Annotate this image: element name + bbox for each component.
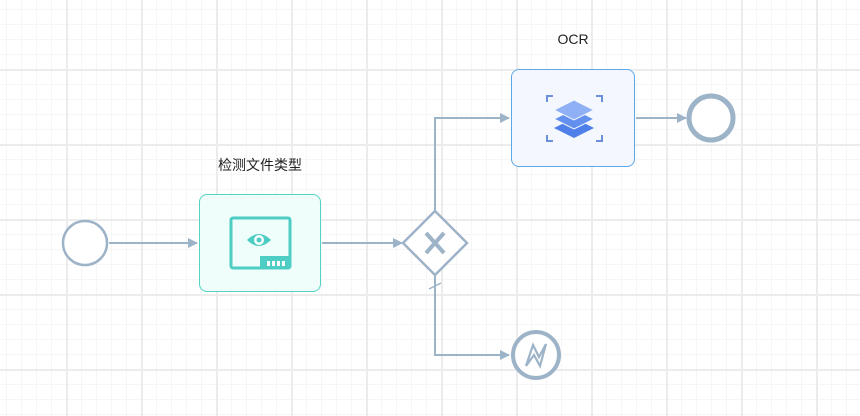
- default-flow-marker: [428, 282, 442, 290]
- stacked-layers-scan-icon: [546, 95, 603, 142]
- exclusive-gateway[interactable]: [401, 209, 469, 277]
- task-ocr[interactable]: [511, 69, 635, 167]
- flow-gateway-to-ocr[interactable]: [434, 113, 510, 210]
- gateway-x-icon: [424, 231, 446, 255]
- task-label-detect-file-type: 检测文件类型: [218, 157, 302, 173]
- error-lightning-icon: [524, 342, 548, 369]
- task-detect-file-type[interactable]: [199, 194, 321, 292]
- end-event[interactable]: [686, 93, 736, 143]
- eye-screen-icon: [229, 216, 292, 270]
- error-end-event[interactable]: [511, 330, 561, 380]
- flow-gateway-to-error-end[interactable]: [434, 276, 510, 360]
- start-event[interactable]: [61, 219, 109, 267]
- task-label-ocr: OCR: [557, 31, 589, 47]
